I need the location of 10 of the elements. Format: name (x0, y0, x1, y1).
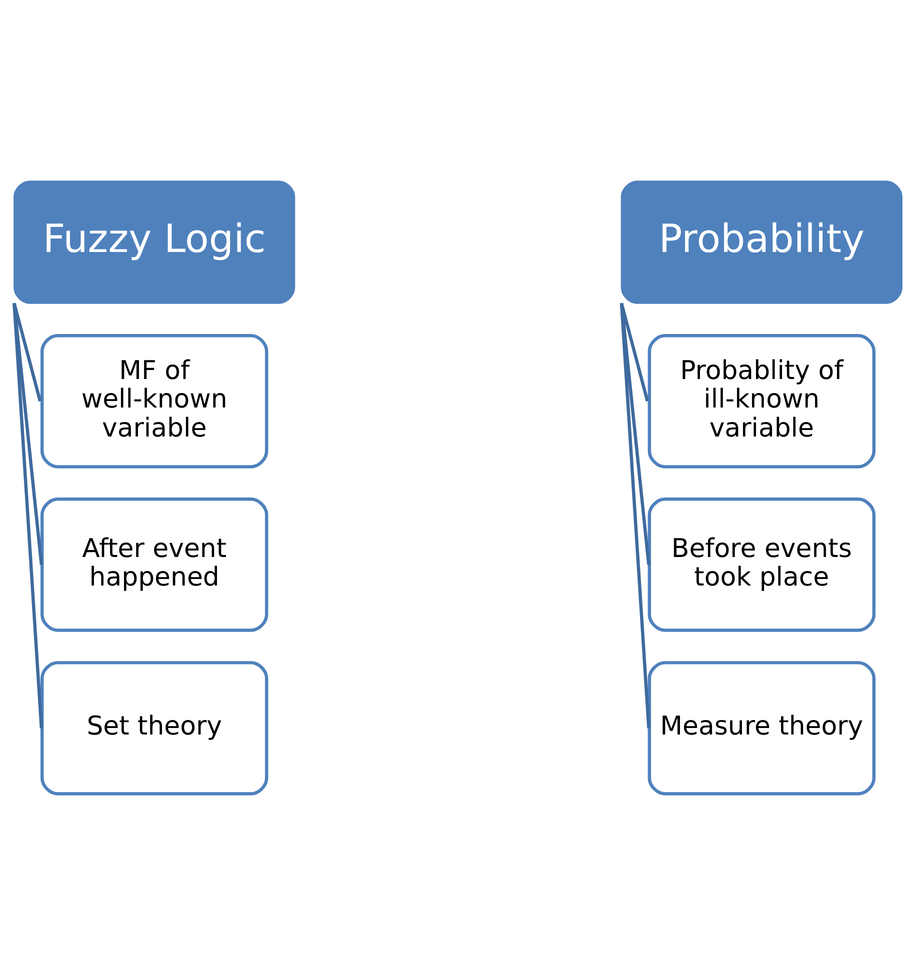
node-box: After event happened (40, 497, 268, 632)
connector (12, 302, 43, 728)
node-box: Probability (620, 180, 902, 304)
node-box: Set theory (40, 660, 268, 795)
node-box: Fuzzy Logic (13, 180, 295, 304)
connector (619, 302, 650, 728)
node-box: Before events took place (647, 497, 876, 632)
node-box: Measure theory (647, 660, 876, 795)
node-box: Probablity of ill-known variable (647, 334, 876, 468)
node-box: MF of well-known variable (40, 334, 268, 468)
